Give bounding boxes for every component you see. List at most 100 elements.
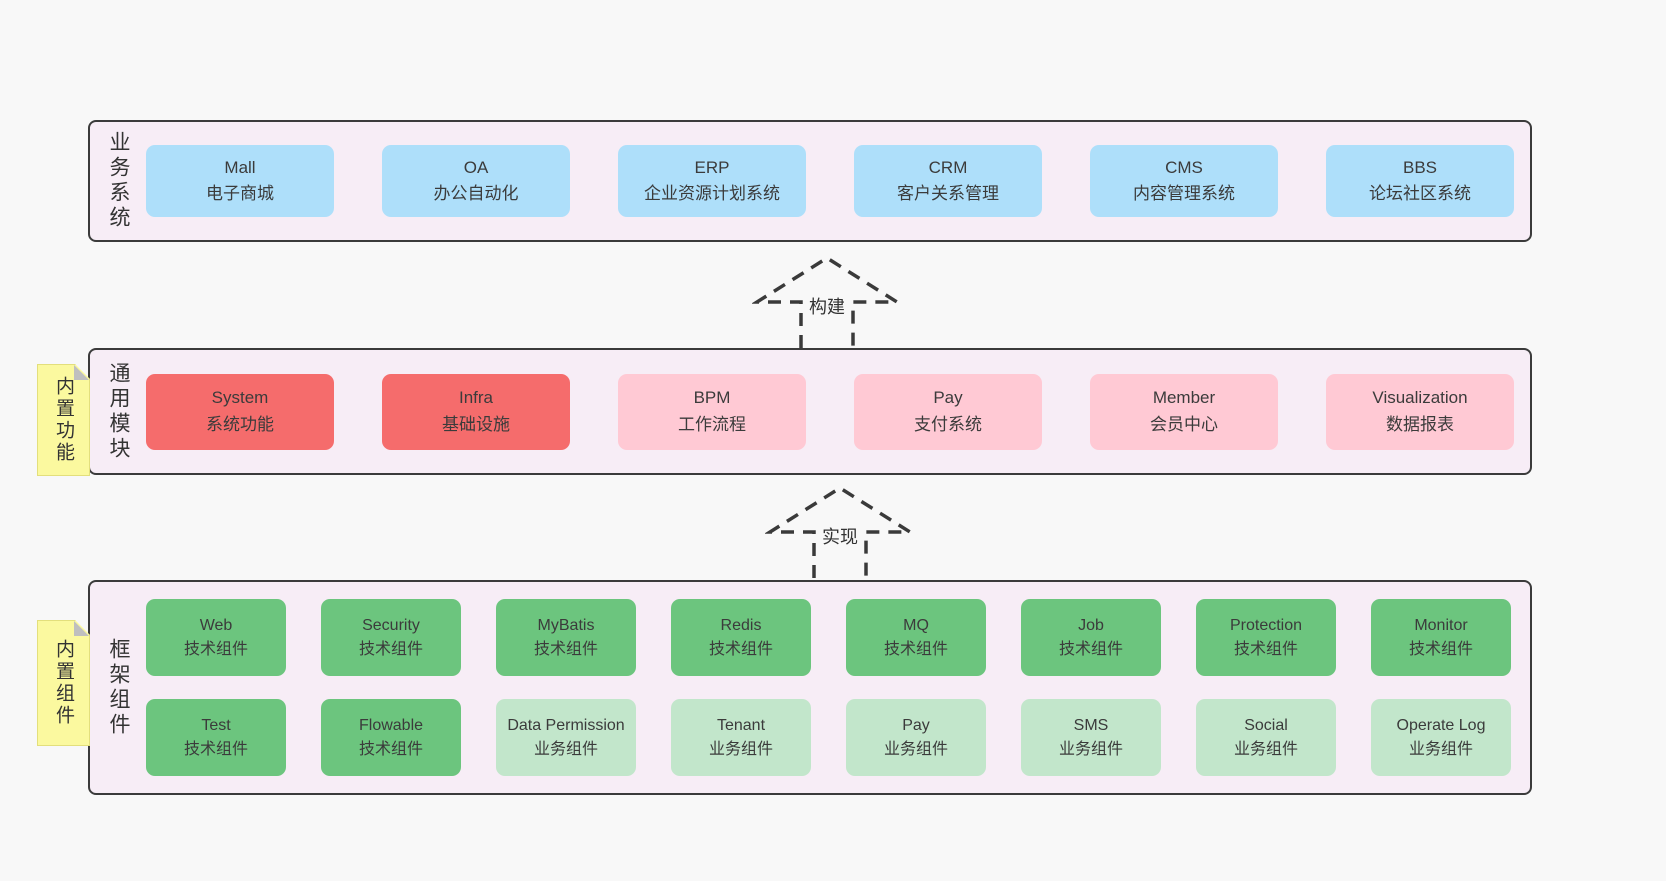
box-subtitle: 工作流程 [678,414,746,434]
box-title: MQ [903,617,929,635]
business-systems-label: 业务系统 [107,131,130,231]
box-title: Member [1152,388,1216,408]
box-test: Test 技术组件 [146,699,286,776]
box-monitor: Monitor 技术组件 [1371,599,1511,676]
box-data-permission: Data Permission 业务组件 [496,699,636,776]
box-title: Data Permission [507,717,625,735]
common-modules-container: 通用模块 System 系统功能 Infra 基础设施 BPM 工作流程 Pay… [88,348,1532,475]
box-subtitle: 技术组件 [183,740,248,758]
box-title: SMS [1073,717,1109,735]
box-subtitle: 业务组件 [1233,740,1298,758]
box-infra: Infra 基础设施 [382,373,570,450]
box-crm: CRM 客户关系管理 [854,145,1042,217]
box-subtitle: 业务组件 [1408,740,1473,758]
builtin-components-note: 内置组件 [37,620,90,746]
box-subtitle: 系统功能 [206,414,274,434]
box-title: Flowable [358,717,424,735]
box-title: BPM [693,388,731,408]
box-job: Job 技术组件 [1021,599,1161,676]
box-title: Infra [458,388,494,408]
box-title: MyBatis [537,617,595,635]
box-subtitle: 客户关系管理 [897,184,999,203]
note-label: 内置功能 [53,376,74,464]
box-subtitle: 电子商城 [206,184,274,203]
common-modules-label: 通用模块 [107,361,130,462]
business-systems-boxes: Mall 电子商城 OA 办公自动化 ERP 企业资源计划系统 CRM 客户关系… [146,122,1532,240]
box-title: Mall [224,157,256,177]
box-title: CMS [1165,157,1203,177]
box-subtitle: 数据报表 [1386,414,1454,434]
box-subtitle: 论坛社区系统 [1369,184,1471,203]
box-subtitle: 会员中心 [1150,414,1218,434]
box-tenant: Tenant 业务组件 [671,699,811,776]
box-subtitle: 业务组件 [708,740,773,758]
dashed-up-arrow-icon [765,486,915,578]
box-title: Web [199,617,233,635]
box-subtitle: 技术组件 [1408,640,1473,658]
implement-arrow-label: 实现 [819,522,861,550]
box-operate-log: Operate Log 业务组件 [1371,699,1511,776]
box-title: ERP [694,157,730,177]
box-title: Monitor [1414,617,1468,635]
box-subtitle: 技术组件 [358,640,423,658]
implement-arrow: 实现 [765,486,915,578]
box-subtitle: 技术组件 [1058,640,1123,658]
box-system: System 系统功能 [146,373,334,450]
box-subtitle: 内容管理系统 [1133,184,1235,203]
box-bbs: BBS 论坛社区系统 [1326,145,1514,217]
box-title: Security [362,617,420,635]
box-social: Social 业务组件 [1196,699,1336,776]
box-subtitle: 企业资源计划系统 [644,184,780,203]
box-title: Pay [933,388,963,408]
box-mybatis: MyBatis 技术组件 [496,599,636,676]
framework-components-grid: Web 技术组件 Security 技术组件 MyBatis 技术组件 Redi… [146,582,1530,793]
box-web: Web 技术组件 [146,599,286,676]
box-subtitle: 业务组件 [883,740,948,758]
box-member: Member 会员中心 [1090,373,1278,450]
box-title: System [211,388,269,408]
note-fold-corner-icon [74,621,89,636]
box-title: Job [1078,617,1104,635]
box-subtitle: 支付系统 [914,414,982,434]
box-title: Protection [1229,617,1303,635]
box-subtitle: 业务组件 [533,740,598,758]
box-mall: Mall 电子商城 [146,145,334,217]
box-flowable: Flowable 技术组件 [321,699,461,776]
box-bpm: BPM 工作流程 [618,373,806,450]
box-title: CRM [928,157,968,177]
box-erp: ERP 企业资源计划系统 [618,145,806,217]
box-title: Tenant [716,717,766,735]
box-subtitle: 技术组件 [358,740,423,758]
box-visualization: Visualization 数据报表 [1326,373,1514,450]
box-redis: Redis 技术组件 [671,599,811,676]
box-title: BBS [1402,157,1438,177]
box-title: Operate Log [1396,717,1486,735]
business-systems-container: 业务系统 Mall 电子商城 OA 办公自动化 ERP 企业资源计划系统 CRM… [88,120,1532,242]
framework-components-container: 框架组件 Web 技术组件 Security 技术组件 MyBatis 技术组件… [88,580,1532,795]
builtin-features-note: 内置功能 [37,364,90,476]
box-subtitle: 办公自动化 [433,184,519,203]
note-fold-corner-icon [74,365,89,380]
box-title: Test [201,717,231,735]
box-title: Social [1244,717,1288,735]
box-subtitle: 技术组件 [708,640,773,658]
box-pay-system: Pay 支付系统 [854,373,1042,450]
box-subtitle: 技术组件 [183,640,248,658]
box-pay-component: Pay 业务组件 [846,699,986,776]
box-title: OA [463,157,489,177]
box-subtitle: 基础设施 [442,414,510,434]
box-subtitle: 业务组件 [1058,740,1123,758]
framework-components-label: 框架组件 [107,637,130,738]
box-title: Pay [902,717,930,735]
box-oa: OA 办公自动化 [382,145,570,217]
build-arrow: 构建 [752,256,902,348]
box-title: Visualization [1372,388,1468,408]
box-subtitle: 技术组件 [533,640,598,658]
box-security: Security 技术组件 [321,599,461,676]
box-protection: Protection 技术组件 [1196,599,1336,676]
box-mq: MQ 技术组件 [846,599,986,676]
box-title: Redis [720,617,762,635]
box-subtitle: 技术组件 [883,640,948,658]
box-cms: CMS 内容管理系统 [1090,145,1278,217]
common-modules-boxes: System 系统功能 Infra 基础设施 BPM 工作流程 Pay 支付系统… [146,350,1532,473]
